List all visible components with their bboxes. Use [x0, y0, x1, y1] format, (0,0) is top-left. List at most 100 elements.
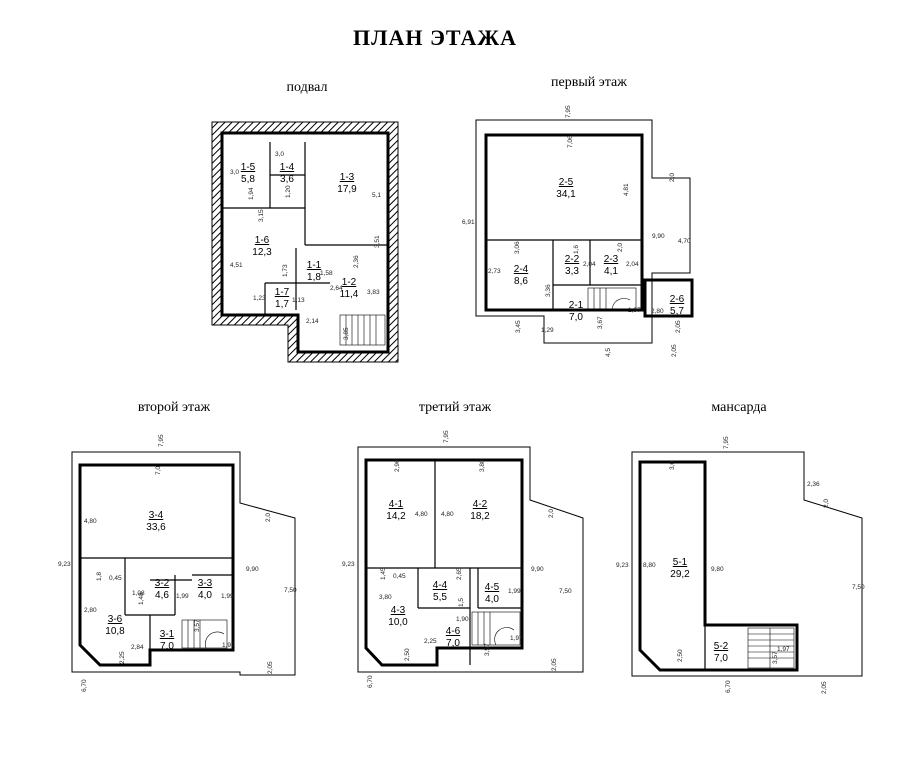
room-id: 4-2: [473, 499, 488, 510]
dimension-label: 4,5: [605, 348, 612, 357]
dimension-label: 1,29: [541, 327, 554, 334]
dimension-label: 1,97: [628, 307, 641, 314]
dimension-label: 0,45: [109, 575, 122, 582]
room-area: 1,8: [307, 272, 321, 283]
dimension-label: 3,67: [597, 316, 604, 329]
room-id: 2-5: [559, 177, 574, 188]
dimension-label: 2,50: [677, 649, 684, 662]
room-id: 4-1: [389, 499, 404, 510]
floor-label-attic: мансарда: [711, 400, 767, 415]
dimension-label: 3,80: [379, 594, 392, 601]
dimension-label: 1,97: [222, 642, 235, 649]
room-id: 1-6: [255, 235, 270, 246]
dimension-label: 6,70: [81, 679, 88, 692]
room-id: 5-2: [714, 641, 729, 652]
dimension-label: 6,91: [462, 219, 475, 226]
dimension-label: 2,36: [353, 255, 360, 268]
dimension-label: 4,81: [623, 183, 630, 196]
floor-basement: подвал 1-5 5,8 1-4 3,6 1-3 17,9 1-6 12,3…: [211, 80, 399, 363]
dimension-label: 1,99: [221, 593, 234, 600]
room-id: 2-2: [565, 254, 580, 265]
room-area: 14,2: [386, 511, 406, 522]
room-area: 8,6: [514, 276, 528, 287]
dimension-label: 3,80: [479, 459, 486, 472]
dimension-label: 9,90: [652, 233, 665, 240]
floor-label-second: второй этаж: [138, 400, 211, 415]
dimension-label: 2,80: [651, 308, 664, 315]
dimension-label: 7,50: [852, 584, 865, 591]
room-id: 2-1: [569, 300, 584, 311]
dimension-label: 7,06: [567, 135, 574, 148]
room-id: 3-2: [155, 578, 170, 589]
floor-attic: мансарда 5-1 29,2 5-2 7,0 7,95 3,0 2,36 …: [616, 400, 865, 694]
dimension-label: 1,13: [292, 297, 305, 304]
room-area: 1,7: [275, 299, 289, 310]
room-id: 3-4: [149, 510, 164, 521]
room-area: 12,3: [252, 247, 272, 258]
dimension-label: 2,0: [823, 499, 830, 508]
room-area: 4,6: [155, 590, 169, 601]
dimension-label: 3,06: [514, 241, 521, 254]
dimension-label: 7,0: [155, 466, 162, 475]
room-id: 3-3: [198, 578, 213, 589]
room-id: 2-6: [670, 294, 685, 305]
room-id: 1-3: [340, 172, 355, 183]
dimension-label: 6,70: [367, 675, 374, 688]
room-id: 2-3: [604, 254, 619, 265]
dimension-label: 1,8: [96, 572, 103, 581]
dimension-label: 2,05: [267, 661, 274, 674]
room-area: 5,7: [670, 306, 684, 317]
dimension-label: 1,99: [176, 593, 189, 600]
dimension-label: 2,25: [424, 638, 437, 645]
room-area: 5,5: [433, 592, 447, 603]
dimension-label: 1,08: [132, 590, 145, 597]
dimension-label: 2,14: [306, 318, 319, 325]
second-outline: [78, 463, 235, 667]
attic-outline: [638, 460, 799, 672]
dimension-label: 7,50: [284, 587, 297, 594]
room-area: 4,0: [485, 594, 499, 605]
room-area: 10,0: [388, 617, 408, 628]
dimension-label: 1,5: [458, 598, 465, 607]
dimension-label: 1,45: [380, 567, 387, 580]
dimension-label: 7,95: [565, 105, 572, 118]
dimension-label: 0,45: [393, 573, 406, 580]
dimension-label: 9,90: [531, 566, 544, 573]
third-outline: [364, 458, 524, 667]
dimension-label: 1,23: [253, 295, 266, 302]
dimension-label: 1,90: [456, 616, 469, 623]
dimension-label: 9,23: [58, 561, 71, 568]
room-area: 5,8: [241, 174, 255, 185]
room-area: 4,0: [198, 590, 212, 601]
dimension-label: 5,1: [372, 192, 381, 199]
room-area: 7,0: [160, 641, 174, 652]
dimension-label: 3,0: [669, 461, 676, 470]
dimension-label: 1,58: [320, 270, 333, 277]
dimension-label: 2,96: [394, 459, 401, 472]
dimension-label: 3,51: [374, 235, 381, 248]
dimension-label: 4,80: [441, 511, 454, 518]
room-area: 3,3: [565, 266, 579, 277]
floor-third: третий этаж 4-1 14,2 4-2 18,2 4-4 5,5 4-…: [342, 400, 584, 688]
dimension-label: 2,04: [626, 261, 639, 268]
dimension-label: 2,65: [456, 567, 463, 580]
dimension-label: 2,36: [807, 481, 820, 488]
dimension-label: 2,25: [119, 651, 126, 664]
dimension-label: 4,80: [415, 511, 428, 518]
dimension-label: 9,80: [711, 566, 724, 573]
floor-label-first: первый этаж: [551, 75, 627, 90]
dimension-label: 8,80: [643, 562, 656, 569]
dimension-label: 2,50: [404, 648, 411, 661]
dimension-label: 3,0: [275, 151, 284, 158]
dimension-label: 3,85: [343, 327, 350, 340]
room-area: 17,9: [337, 184, 357, 195]
room-area: 11,4: [340, 289, 359, 300]
room-area: 33,6: [146, 522, 166, 533]
room-id: 1-4: [280, 162, 295, 173]
room-id: 3-6: [108, 614, 123, 625]
room-id: 4-3: [391, 605, 406, 616]
dimension-label: 7,50: [559, 588, 572, 595]
dimension-label: 3,57: [772, 651, 779, 664]
dimension-label: 1,97: [510, 635, 523, 642]
